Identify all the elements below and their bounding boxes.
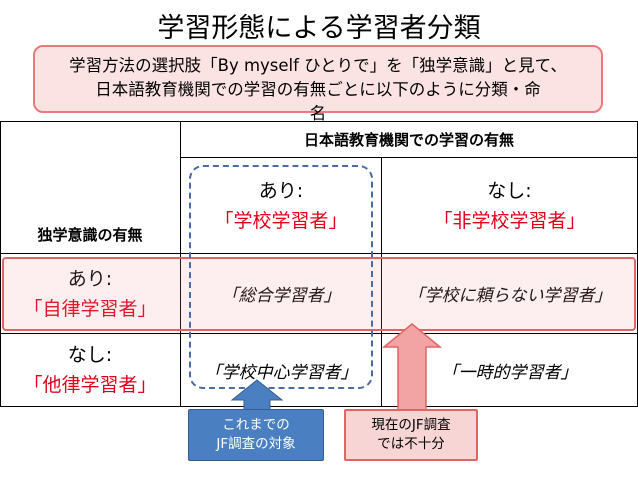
row-yes-name: 「自律学習者」 <box>23 297 157 320</box>
table-top-border <box>0 121 638 122</box>
col-yes-name: 「学校学習者」 <box>214 210 348 232</box>
page-title: 学習形態による学習者分類 <box>157 13 481 44</box>
note-line-1: 学習方法の選択肢「By myself ひとりで」を「独学意識」と見て、 <box>69 56 567 75</box>
corner-label: 独学意識の有無 <box>0 215 180 253</box>
cell-no-no-text: 「一時的学習者」 <box>441 362 578 383</box>
row-head-no: なし: 「他律学習者」 <box>0 334 180 406</box>
school-column-highlight <box>189 165 373 389</box>
top-header-text: 日本語教育機関での学習の有無 <box>303 131 514 149</box>
col-no-label: なし: <box>487 180 532 202</box>
column-divider-1 <box>180 121 181 406</box>
row-no-label: なし: <box>67 344 113 366</box>
explanation-note: 学習方法の選択肢「By myself ひとりで」を「独学意識」と見て、 日本語教… <box>33 45 603 123</box>
note-line-2: 日本語教育機関での学習の有無ごとに以下のように分類・命 <box>95 80 541 99</box>
cell-yes-yes: 「総合学習者」 <box>181 254 381 333</box>
col-head-no: なし: 「非学校学習者」 <box>382 166 637 246</box>
autonomous-row-highlight <box>2 257 636 331</box>
pink-callout: 現在のJF調査 では不十分 <box>344 409 478 461</box>
blue-callout-line-1: これまでの <box>222 417 290 433</box>
cell-no-yes-text: 「学校中心学習者」 <box>204 362 358 383</box>
col-head-yes: あり: 「学校学習者」 <box>181 166 381 246</box>
table-left-border <box>0 121 1 406</box>
note-line-3: 名 <box>309 104 327 123</box>
cell-yes-yes-text: 「総合学習者」 <box>221 286 341 306</box>
column-divider-2 <box>381 157 382 406</box>
blue-callout-line-2: JF調査の対象 <box>216 436 296 452</box>
top-header: 日本語教育機関での学習の有無 <box>181 122 637 157</box>
cell-no-yes: 「学校中心学習者」 <box>181 334 381 406</box>
row-head-yes: あり: 「自律学習者」 <box>0 254 180 333</box>
col-yes-label: あり: <box>258 180 304 202</box>
pink-callout-line-2: では不十分 <box>377 436 445 452</box>
cell-yes-no: 「学校に頼らない学習者」 <box>382 254 637 333</box>
cell-no-no: 「一時的学習者」 <box>382 334 637 406</box>
table-bottom-border <box>0 406 638 407</box>
col-no-name: 「非学校学習者」 <box>433 210 586 232</box>
corner-label-text: 独学意識の有無 <box>37 225 143 244</box>
row-divider-2 <box>0 333 638 334</box>
blue-callout: これまでの JF調査の対象 <box>188 409 324 461</box>
row-divider-1 <box>0 253 638 254</box>
row-yes-label: あり: <box>67 267 113 290</box>
pink-arrow-icon <box>381 323 443 411</box>
row-no-name: 「他律学習者」 <box>23 374 157 396</box>
blue-arrow-icon <box>230 379 284 411</box>
cell-yes-no-text: 「学校に頼らない学習者」 <box>407 286 612 306</box>
pink-callout-line-1: 現在のJF調査 <box>371 417 451 433</box>
header-divider <box>180 157 638 158</box>
